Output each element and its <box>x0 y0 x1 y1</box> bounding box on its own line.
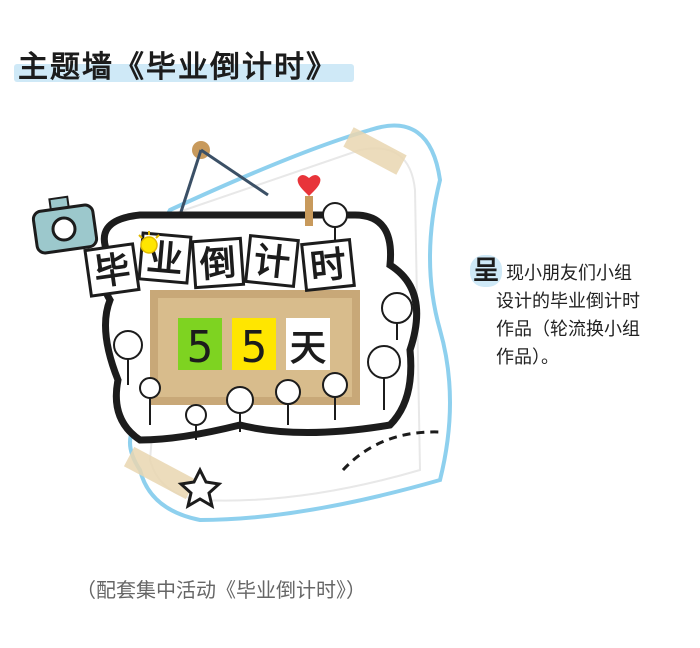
caption: （配套集中活动《毕业倒计时》） <box>76 578 366 602</box>
page-title: 主题墙《毕业倒计时》 <box>18 50 338 85</box>
kid-doodles <box>113 202 413 440</box>
digit-card-1 <box>178 318 222 370</box>
headline-tile-5 <box>300 237 356 293</box>
tape-bottom-left <box>123 446 197 500</box>
digit-2: 5 <box>241 322 268 373</box>
clothespin <box>305 196 313 226</box>
headline-letters: 毕 业 倒 计 时 <box>83 231 356 298</box>
digit-1: 5 <box>187 322 214 373</box>
description-line-2: 设计的毕业倒计时 <box>496 291 640 312</box>
headline-char-4: 计 <box>252 240 292 285</box>
headline-char-3: 倒 <box>198 243 238 286</box>
description-lead-char: 呈 <box>470 255 503 287</box>
description-line-1-text: 现小朋友们小组 <box>506 263 633 284</box>
unit-label: 天 <box>290 328 326 369</box>
description-line-4: 作品）。 <box>496 347 559 368</box>
description-line-3: 作品（轮流换小组 <box>496 319 640 340</box>
star-icon <box>177 466 223 510</box>
headline-tile-4 <box>244 233 300 289</box>
headline-tile-1 <box>83 242 141 298</box>
headline-char-5: 时 <box>308 244 348 289</box>
tape-top-right <box>343 127 407 175</box>
heart-icon <box>297 175 321 196</box>
unit-card <box>286 318 330 370</box>
sun-icon <box>138 231 160 254</box>
description: 呈现小朋友们小组 设计的毕业倒计时 作品（轮流换小组 作品）。 <box>470 255 670 372</box>
section-title: 主题墙《毕业倒计时》 <box>14 40 354 86</box>
title-highlight <box>14 64 354 82</box>
digit-card-2 <box>232 318 276 370</box>
camera-icon <box>31 195 99 255</box>
headline-tile-3 <box>190 236 246 290</box>
headline-char-1: 毕 <box>92 249 133 295</box>
description-line-1: 呈现小朋友们小组 <box>470 255 670 288</box>
